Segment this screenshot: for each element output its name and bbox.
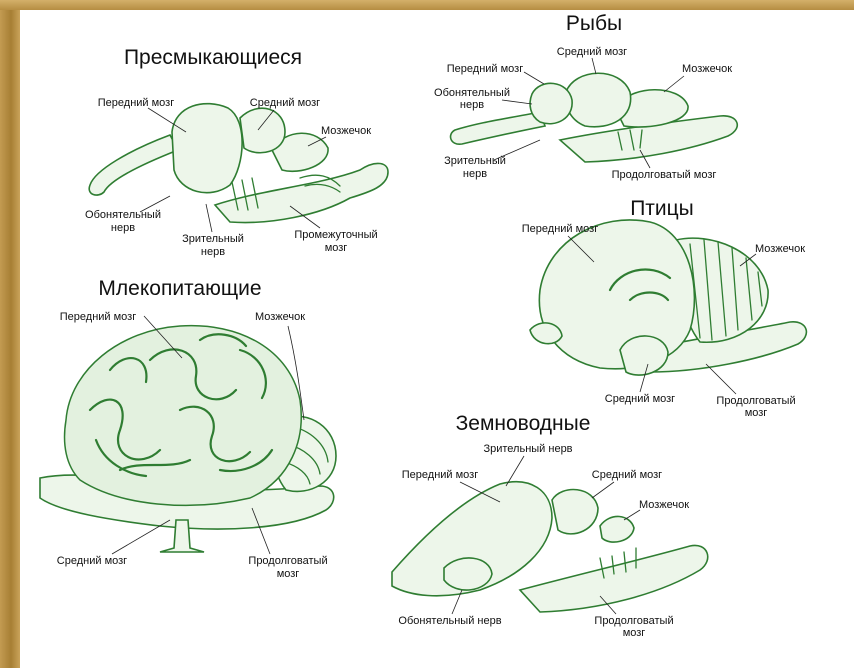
- bird-label-medulla-1: Продолговатый: [716, 395, 795, 407]
- mammal-title: Млекопитающие: [98, 277, 261, 300]
- fish-label-olfactory-1: Обонятельный: [434, 87, 510, 99]
- fish-label-cerebellum: Мозжечок: [682, 63, 732, 75]
- bird-label-forebrain: Передний мозг: [522, 223, 598, 235]
- amphibian-label-midbrain: Средний мозг: [592, 469, 662, 481]
- fish-label-optic-1: Зрительный: [444, 155, 506, 167]
- reptile-label-olfactory-1: Обонятельный: [85, 209, 161, 221]
- reptile-label-optic-2: нерв: [201, 246, 225, 258]
- fish-label-olfactory-2: нерв: [460, 99, 484, 111]
- reptile-label-forebrain: Передний мозг: [98, 97, 174, 109]
- mammal-label-cerebellum: Мозжечок: [255, 311, 305, 323]
- mammal-brain-group: Млекопитающие Передний мозг Мозжечок Сре…: [40, 277, 336, 580]
- bird-brain-group: Птицы Передний мозг Мозжечок Средний моз…: [522, 197, 807, 419]
- bird-label-medulla-2: мозг: [745, 407, 768, 419]
- fish-label-medulla: Продолговатый мозг: [612, 169, 717, 181]
- reptile-label-optic-1: Зрительный: [182, 233, 244, 245]
- reptile-brain-drawing: [89, 104, 388, 223]
- fish-label-forebrain: Передний мозг: [447, 63, 523, 75]
- fish-brain-group: Рыбы Средний мозг Передний мозг Мозжечок…: [434, 12, 737, 181]
- mammal-brain-drawing: [40, 326, 336, 552]
- mammal-label-medulla-1: Продолговатый: [248, 555, 327, 567]
- mammal-label-forebrain: Передний мозг: [60, 311, 136, 323]
- amphibian-label-forebrain: Передний мозг: [402, 469, 478, 481]
- bird-label-cerebellum: Мозжечок: [755, 243, 805, 255]
- amphibian-label-olfactory: Обонятельный нерв: [398, 615, 501, 627]
- reptile-label-cerebellum: Мозжечок: [321, 125, 371, 137]
- mammal-label-medulla-2: мозг: [277, 568, 300, 580]
- amphibian-label-cerebellum: Мозжечок: [639, 499, 689, 511]
- fish-label-optic-2: нерв: [463, 168, 487, 180]
- reptile-title: Пресмыкающиеся: [124, 46, 302, 69]
- amphibian-label-optic: Зрительный нерв: [483, 443, 572, 455]
- mammal-label-midbrain: Средний мозг: [57, 555, 127, 567]
- fish-title: Рыбы: [566, 12, 622, 35]
- amphibian-label-medulla-1: Продолговатый: [594, 615, 673, 627]
- reptile-label-diencephalon-1: Промежуточный: [294, 229, 377, 241]
- amphibian-title: Земноводные: [456, 412, 591, 435]
- reptile-label-diencephalon-2: мозг: [325, 242, 348, 254]
- amphibian-label-medulla-2: мозг: [623, 627, 646, 639]
- reptile-label-olfactory-2: нерв: [111, 222, 135, 234]
- bird-label-midbrain: Средний мозг: [605, 393, 675, 405]
- amphibian-brain-group: Земноводные Зрительный нерв Передний моз…: [392, 412, 708, 639]
- reptile-brain-group: Пресмыкающиеся Передний мозг Средний моз…: [85, 46, 388, 258]
- fish-label-midbrain: Средний мозг: [557, 46, 627, 58]
- reptile-label-midbrain: Средний мозг: [250, 97, 320, 109]
- bird-title: Птицы: [630, 197, 694, 220]
